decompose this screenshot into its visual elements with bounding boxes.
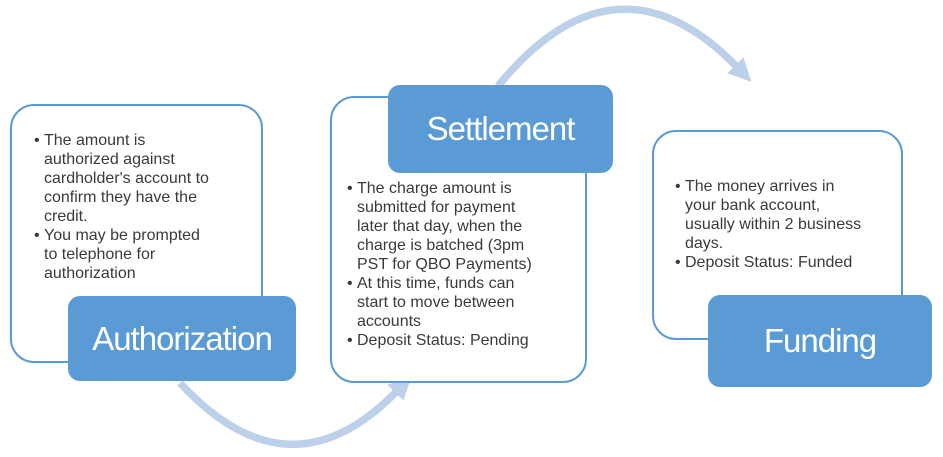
bullet-text: The money arrives in your bank account, … [685,178,862,252]
authorization-bullet-list: • The amount is authorized against cardh… [34,131,258,283]
bullet-item: • At this time, funds can start to move … [347,274,585,331]
bullet-item: • The money arrives in your bank account… [675,177,905,253]
bullet-dot: • [347,180,353,197]
bullet-dot: • [675,178,681,195]
bullet-text: At this time, funds can start to move be… [357,275,515,330]
bullet-item: • Deposit Status: Pending [347,331,585,350]
settlement-bullet-list: • The charge amount is submitted for pay… [347,179,585,350]
bullet-item: • The charge amount is submitted for pay… [347,179,585,274]
funding-bullet-list: • The money arrives in your bank account… [675,177,905,272]
bullet-text: The charge amount is submitted for payme… [357,180,532,273]
bullet-text: Deposit Status: Funded [685,254,853,271]
arrow-authorization-to-settlement [177,375,412,449]
bullet-text: You may be prompted to telephone for aut… [44,227,200,282]
stage-title: Settlement [426,110,576,147]
stage-label-settlement: Settlement [388,85,613,173]
stage-title: Authorization [92,319,273,357]
stage-label-funding: Funding [708,295,932,387]
bullet-item: • Deposit Status: Funded [675,253,905,272]
stage-label-authorization: Authorization [68,296,296,381]
arrow-settlement-to-funding [495,5,752,89]
bullet-dot: • [347,275,353,292]
bullet-text: The amount is authorized against cardhol… [44,132,209,225]
bullet-dot: • [34,132,40,149]
bullet-text: Deposit Status: Pending [357,332,529,349]
stage-title: Funding [763,322,877,359]
bullet-dot: • [347,332,353,349]
bullet-item: • You may be prompted to telephone for a… [34,226,258,283]
bullet-dot: • [34,227,40,244]
bullet-dot: • [675,254,681,271]
bullet-item: • The amount is authorized against cardh… [34,131,258,226]
